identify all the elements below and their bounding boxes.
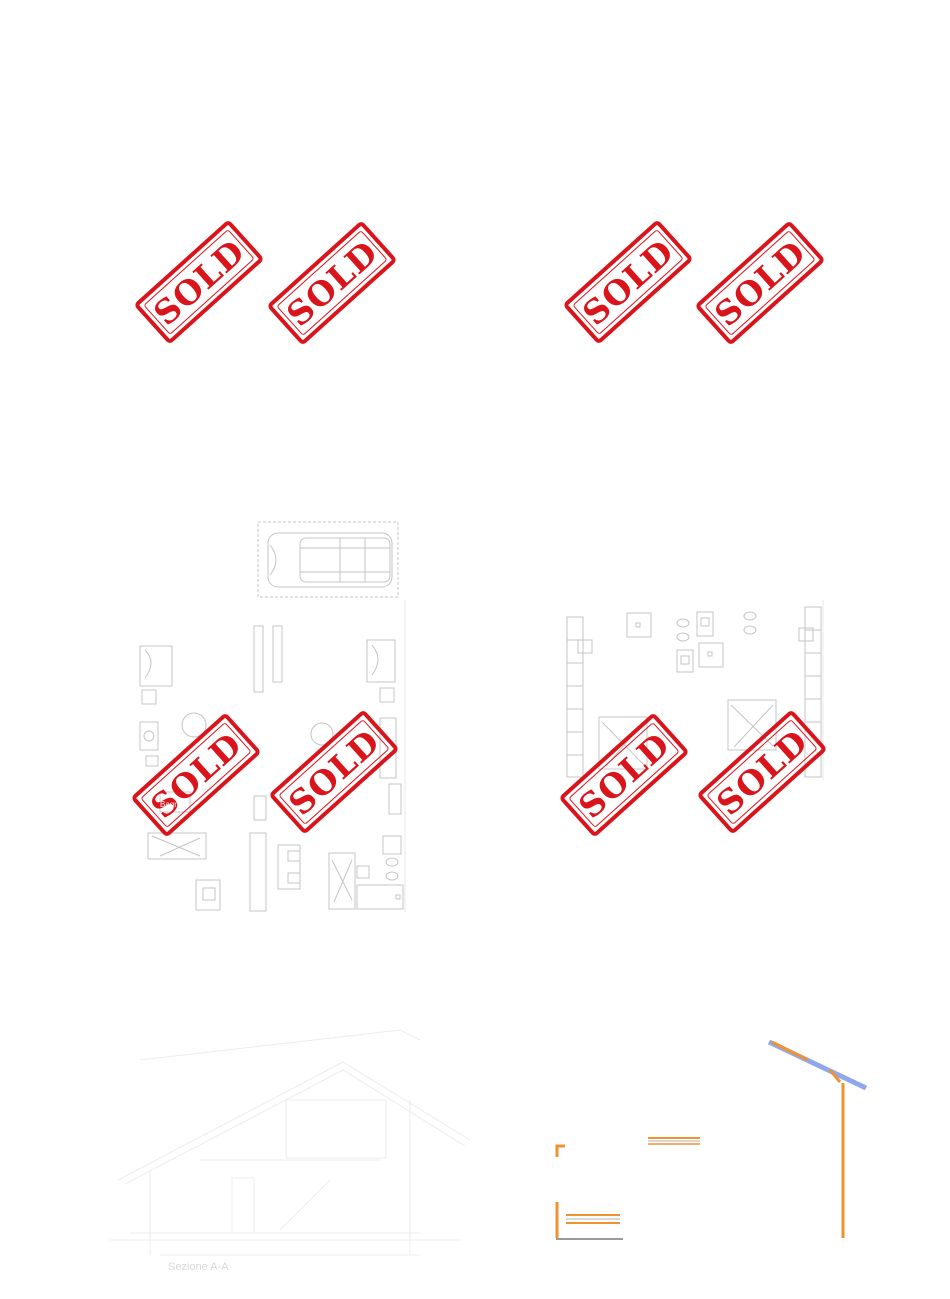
roof-detail [767, 1039, 868, 1238]
lower-right-plan [566, 606, 822, 778]
floor-detail-lower [555, 1202, 623, 1240]
section-caption: Sezione A-A [168, 1261, 229, 1273]
floor-detail-upper [555, 1137, 700, 1157]
room-label: Bagno [160, 800, 184, 809]
car-drawing [257, 521, 399, 598]
